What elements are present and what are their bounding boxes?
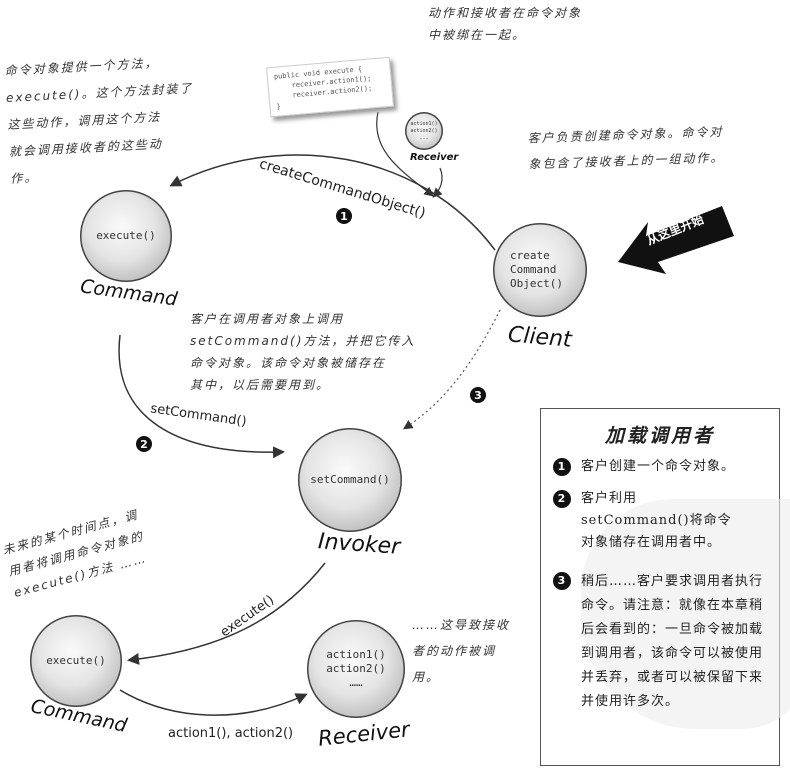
sidebar-item: 2 客户利用setCommand()将命令对象储存在调用者中。 xyxy=(553,488,739,554)
step-number-badge: 3 xyxy=(553,572,571,590)
method: …… xyxy=(349,676,363,689)
client-sphere[interactable]: create Command Object() xyxy=(493,223,587,317)
method: create xyxy=(510,249,550,262)
method: execute() xyxy=(96,229,156,242)
actions-label: action1(), action2() xyxy=(168,726,294,741)
small-receiver-sphere: action1() action2() ... xyxy=(405,112,443,150)
note-line: 用。 xyxy=(412,670,441,684)
note-line: 命令对象。该命令对象被储存在 xyxy=(190,356,387,370)
step-number-badge: 2 xyxy=(553,490,571,508)
note-right: 客户负责创建命令对象。命令对 象包含了接收者上的一组动作。 xyxy=(527,119,725,178)
watermark xyxy=(581,499,790,729)
method: setCommand() xyxy=(310,473,390,486)
sidebar-title: 加载调用者 xyxy=(604,425,715,447)
method: action1() xyxy=(326,648,386,661)
sidebar-item: 1 客户创建一个命令对象。 xyxy=(553,456,769,478)
set-command-arrow xyxy=(118,334,285,459)
note-line: 中被绑在一起。 xyxy=(428,28,527,42)
client-to-invoker-dotted-arrow xyxy=(402,309,501,430)
sidebar-item-text: 稍后……客户要求调用者执行命令。请注意：就像在本章稍后会看到的：一旦命令被加载到… xyxy=(581,574,764,709)
method: Object() xyxy=(510,277,563,290)
method: execute() xyxy=(46,654,106,667)
note-line: ……这导致接收 xyxy=(412,618,511,632)
step-badge-2: 2 xyxy=(136,436,152,452)
method: action2() xyxy=(326,662,386,675)
invoker-sphere[interactable]: setCommand() xyxy=(298,428,402,532)
note-line: 动作和接收者在命令对象 xyxy=(428,6,583,20)
step-badge-3: 3 xyxy=(470,387,486,403)
method: action2() xyxy=(410,127,438,134)
note-line: 其中，以后需要用到。 xyxy=(190,378,331,392)
note-line: 者的动作被调 xyxy=(412,644,497,658)
command-top-sphere[interactable]: execute() xyxy=(80,190,172,282)
create-command-arrow xyxy=(169,154,496,251)
method: ... xyxy=(419,134,429,141)
note-middle: 客户在调用者对象上调用 setCommand()方法，并把它传入 命令对象。该命… xyxy=(190,308,415,396)
sidebar-item-text: 客户利用setCommand()将命令对象储存在调用者中。 xyxy=(581,491,732,550)
sidebar-item: 3 稍后……客户要求调用者执行命令。请注意：就像在本章稍后会看到的：一旦命令被加载… xyxy=(553,570,769,714)
method: action1() xyxy=(410,120,438,127)
code-to-client-arrow xyxy=(376,111,434,197)
execute-arrow xyxy=(127,562,326,665)
note-line: setCommand()方法，并把它传入 xyxy=(190,334,416,348)
note-line: 客户在调用者对象上调用 xyxy=(190,312,345,326)
step-badge-1: 1 xyxy=(336,208,352,224)
note-bottom-right: ……这导致接收 者的动作被调 用。 xyxy=(412,612,510,690)
receiver-sphere[interactable]: action1() action2() …… xyxy=(307,620,405,718)
note-top: 动作和接收者在命令对象 中被绑在一起。 xyxy=(428,2,582,46)
note-left: 命令对象提供一个方法， execute()。这个方法封装了 这些动作，调用这个方… xyxy=(4,48,198,193)
receiver-to-client-arrow xyxy=(432,167,443,198)
command-bottom-sphere[interactable]: execute() xyxy=(30,615,122,707)
sidebar-item-text: 客户创建一个命令对象。 xyxy=(581,459,736,474)
step-number-badge: 1 xyxy=(553,458,571,476)
actions-arrow xyxy=(119,689,308,716)
start-here-arrow-icon xyxy=(618,206,734,274)
method: Command xyxy=(510,263,557,276)
loading-invoker-sidebar: 加载调用者 1 客户创建一个命令对象。 2 客户利用setCommand()将命令对… xyxy=(540,408,790,766)
small-receiver-label: Receiver xyxy=(410,152,459,163)
